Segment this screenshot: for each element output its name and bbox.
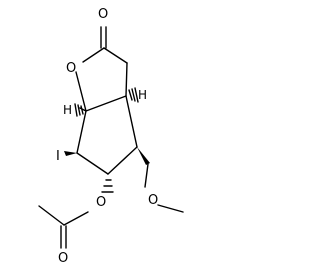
bond-cch2-to-right-junction bbox=[125, 95, 138, 148]
hash-wedge-left-h bbox=[74, 103, 87, 117]
bond-left-junction-to-ci bbox=[76, 110, 87, 154]
ester-carbonyl-oxygen-label: O bbox=[58, 251, 68, 266]
bold-wedge-iodine bbox=[64, 151, 77, 156]
bond-ch2-to-right-junction bbox=[125, 62, 128, 97]
right-h-label: H bbox=[138, 88, 147, 102]
left-h-label: H bbox=[63, 103, 72, 117]
bond-ci-to-coac bbox=[76, 152, 109, 175]
bond-acyl-c-to-ch3 bbox=[38, 205, 65, 226]
bond-junction-junction bbox=[85, 95, 127, 112]
bond-o-to-ch3 bbox=[157, 204, 184, 213]
bond-o-to-acyl-c bbox=[63, 211, 89, 226]
bold-wedge-ch2 bbox=[137, 147, 150, 165]
bond-coac-to-cch2 bbox=[107, 146, 138, 175]
bond-ch2-to-o bbox=[144, 163, 149, 188]
structure-svg: O O H H I O O O bbox=[38, 7, 184, 266]
ring-oxygen-label: O bbox=[66, 61, 76, 76]
hash-wedge-oac bbox=[101, 179, 114, 193]
hash-wedge-right-h bbox=[128, 87, 139, 103]
bond-o-to-carbonyl-c bbox=[82, 47, 105, 63]
ether-oxygen-label: O bbox=[148, 193, 158, 208]
iodine-label: I bbox=[56, 149, 60, 164]
carbonyl-oxygen-label: O bbox=[98, 7, 108, 22]
molecule-drawing: O O H H I O O O bbox=[38, 7, 184, 266]
bond-carbonyl-c-to-ch2 bbox=[103, 47, 128, 64]
bond-o-to-left-junction bbox=[75, 71, 87, 112]
ester-oxygen-label: O bbox=[96, 195, 106, 210]
